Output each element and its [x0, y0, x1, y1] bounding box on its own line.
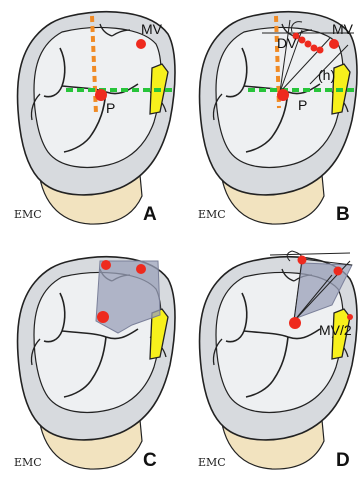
label-h: (h): [318, 67, 335, 83]
point-mv: [136, 264, 146, 274]
point-mv: [136, 39, 146, 49]
point-dv: [101, 260, 111, 270]
point-p: [277, 89, 289, 101]
point-mv: [334, 267, 343, 276]
point-p: [97, 311, 109, 323]
point-mv: [329, 39, 339, 49]
panel-letter-b: B: [336, 204, 350, 225]
panel-b: DV MV (h) P EMC B: [198, 12, 358, 225]
panel-letter-d: D: [336, 450, 350, 471]
emc-logo: EMC: [198, 456, 226, 469]
point-dv: [298, 256, 307, 265]
point-p: [289, 317, 301, 329]
label-mv2: MV/2: [319, 322, 352, 338]
label-p: P: [298, 97, 307, 113]
label-p: P: [106, 100, 115, 116]
panel-d: MV/2 EMC D: [198, 251, 357, 471]
panel-letter-a: A: [143, 204, 157, 225]
panel-c: EMC C: [14, 257, 175, 471]
emc-logo: EMC: [14, 208, 42, 221]
panel-a: MV P EMC A: [14, 12, 176, 225]
emc-logo: EMC: [198, 208, 226, 221]
label-mv: MV: [141, 21, 163, 37]
point-mid: [347, 314, 353, 320]
label-dv: DV: [277, 35, 297, 51]
panel-letter-c: C: [143, 450, 157, 471]
label-mv: MV: [332, 21, 354, 37]
emc-logo: EMC: [14, 456, 42, 469]
